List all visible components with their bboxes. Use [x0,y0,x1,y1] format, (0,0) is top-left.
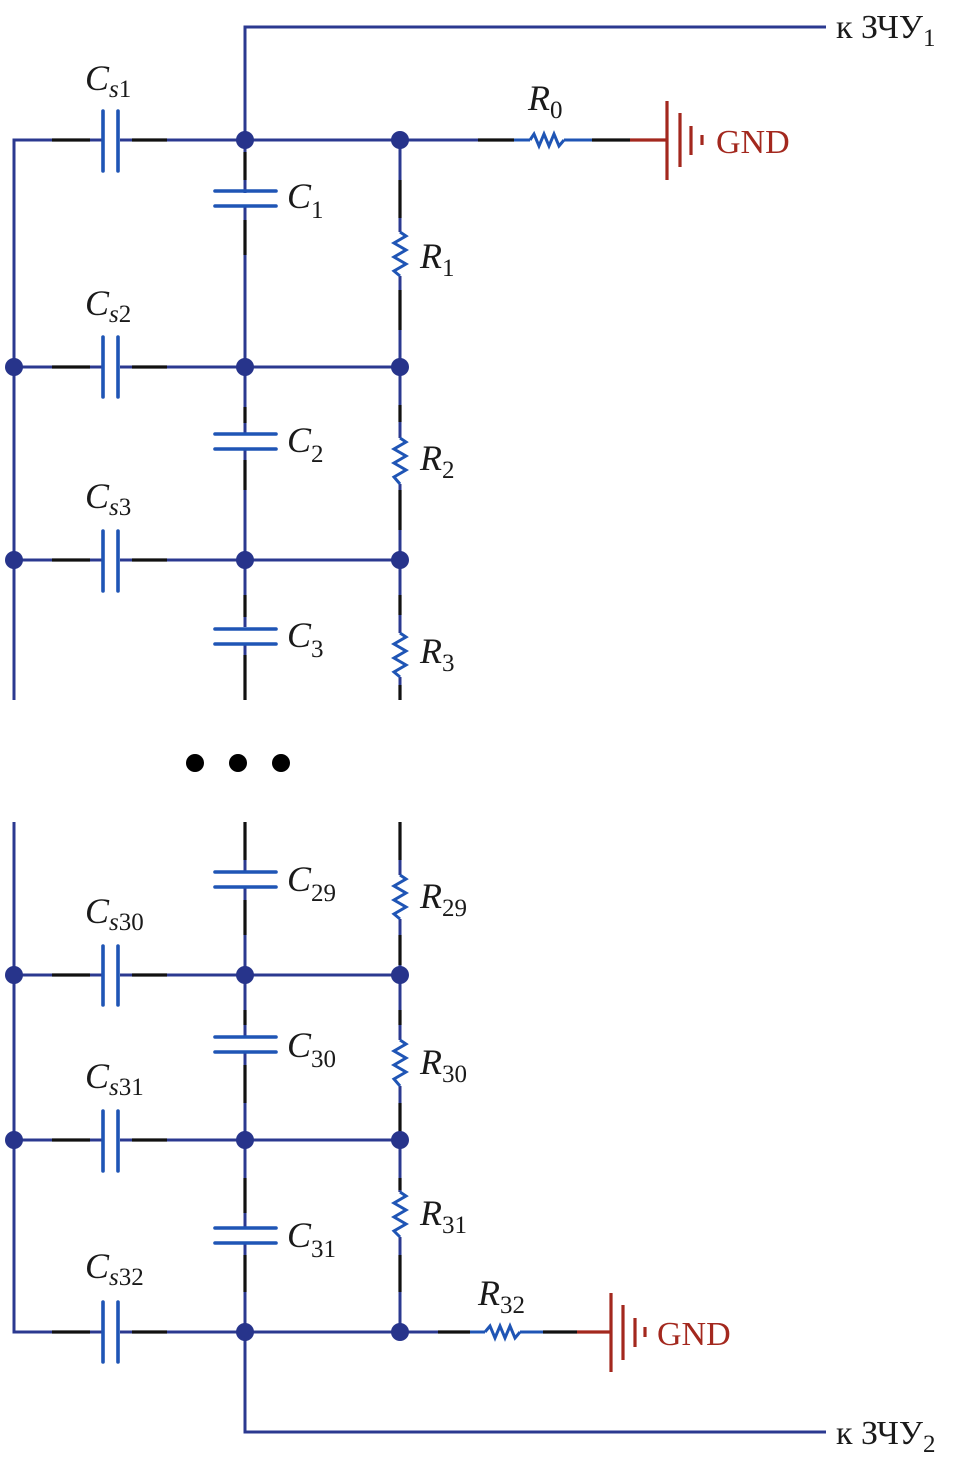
node [5,966,23,984]
node [391,1131,409,1149]
node [5,358,23,376]
label-r1: R1 [419,236,455,282]
node [391,551,409,569]
label-c1: C1 [287,176,324,224]
ellipsis-dot [186,754,204,772]
capacitor-c1 [213,189,278,208]
ground-symbol-bottom [609,1293,647,1372]
label-c29: C29 [287,859,336,907]
label-r2: R2 [419,438,455,484]
node [236,358,254,376]
node [236,966,254,984]
series-capacitor-cs3 [101,529,120,593]
node [391,1323,409,1341]
label-r0: R0 [527,78,563,124]
label-r31: R31 [419,1193,467,1239]
series-capacitor-cs1 [101,109,120,173]
resistor-r32 [483,1322,522,1342]
series-capacitor-cs31 [101,1109,120,1173]
left-rail-lower [12,822,52,1334]
node [391,966,409,984]
label-c3: C3 [287,615,324,663]
capacitor-c30 [213,1035,278,1054]
node [5,1131,23,1149]
label-cs1: Cs1 [85,58,131,103]
resistor-r31 [391,1190,409,1239]
label-cs30: Cs30 [85,891,144,936]
wire-to-zchu1 [243,25,826,140]
resistor-r2 [391,436,409,485]
ground-branch-top [400,101,704,180]
rungs [14,138,400,1334]
ground-branch-bottom [400,1293,647,1372]
node [5,551,23,569]
left-rail-upper [12,138,52,700]
label-c2: C2 [287,420,324,468]
capacitor-c2 [213,432,278,451]
wire-to-zchu2 [243,1332,826,1434]
capacitor-c29 [213,870,278,889]
label-r3: R3 [419,631,455,677]
terminal-zchu2-label: к ЗЧУ2 [836,1415,935,1458]
label-r30: R30 [419,1042,467,1088]
resistor-r30 [391,1038,409,1087]
label-r32: R32 [477,1273,525,1319]
label-c30: C30 [287,1025,336,1073]
series-capacitor-cs32 [101,1300,120,1364]
junction-nodes [5,131,409,1341]
ellipsis-dot [272,754,290,772]
node [236,1323,254,1341]
label-cs3: Cs3 [85,476,131,521]
series-capacitor-cs2 [101,335,120,399]
node [391,131,409,149]
ellipsis-dot [229,754,247,772]
ground-symbol-top [665,101,704,180]
label-cs31: Cs31 [85,1056,144,1101]
ground-label-top: GND [716,124,790,161]
node [236,551,254,569]
series-capacitor-cs30 [101,944,120,1007]
label-r29: R29 [419,876,467,922]
label-cs32: Cs32 [85,1246,144,1291]
terminal-zchu1-label: к ЗЧУ1 [836,9,935,52]
resistor-r3 [391,631,409,679]
resistor-r0 [528,130,566,150]
capacitor-c3 [213,627,278,646]
resistor-r29 [391,873,409,921]
node [236,1131,254,1149]
ground-label-bottom: GND [657,1316,731,1353]
ellipsis-dots [186,754,290,772]
node [391,358,409,376]
capacitor-c31 [213,1226,278,1245]
label-c31: C31 [287,1215,336,1263]
resistor-r1 [391,230,409,278]
label-cs2: Cs2 [85,283,131,328]
node [236,131,254,149]
